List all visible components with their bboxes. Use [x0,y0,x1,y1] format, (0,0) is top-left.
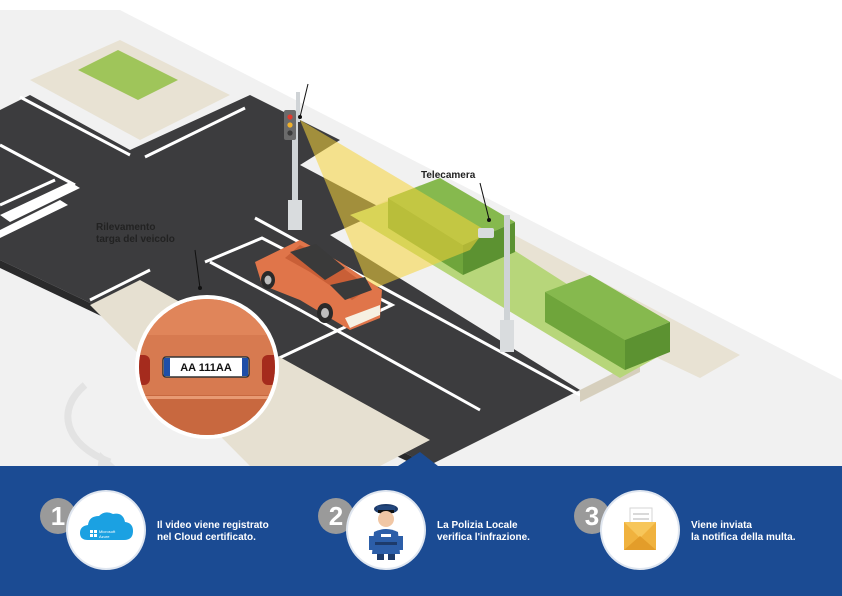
envelope-icon [624,507,656,550]
step-2-text-line1: La Polizia Locale [437,520,518,531]
process-steps-panel: 1 Microsoft Azure Il video viene registr… [0,466,842,596]
camera-beam [300,120,485,290]
plate-detection-label-line2: targa del veicolo [96,234,175,245]
step-3-text-line2: la notifica della multa. [691,532,796,543]
cloud-icon-text-line1: Microsoft [99,529,116,534]
car [255,240,382,330]
police-officer-icon [369,504,403,560]
lane-markings [0,95,581,412]
curved-arrow [64,382,112,466]
step-3-text-line1: Viene inviata [691,520,752,531]
step-2-icon-circle [348,492,424,568]
traffic-light [284,83,309,230]
step-1-text-line1: Il video viene registrato [157,520,269,531]
upper-grass-patch [78,50,178,100]
cloud-icon: Microsoft Azure [80,512,133,540]
ground-edge [0,0,842,60]
plate-detection-label: Rilevamento targa del veicolo [96,222,216,246]
detection-leader-line [194,249,201,289]
license-plate: AA 111AA [162,356,250,378]
step-1-text-line2: nel Cloud certificato. [157,532,256,543]
camera-pole [478,182,514,352]
crosswalk [0,182,80,238]
panel-pointer [398,452,438,466]
hedge-2 [545,275,670,370]
plate-text: AA 111AA [180,362,232,374]
step-2-text-line2: verifica l'infrazione. [437,532,530,543]
step-1-text: Il video viene registrato nel Cloud cert… [157,520,297,544]
camera-label: Telecamera [421,170,476,181]
step-3-icon-circle [602,492,678,568]
cloud-icon-text-line2: Azure [99,534,110,539]
step-3-text: Viene inviata la notifica della multa. [691,520,831,544]
step-1-icon-circle: Microsoft Azure [68,492,144,568]
step-2-text: La Polizia Locale verifica l'infrazione. [437,520,577,544]
plate-detection-label-line1: Rilevamento [96,222,156,233]
step-2-number-badge: 2 [318,498,354,534]
